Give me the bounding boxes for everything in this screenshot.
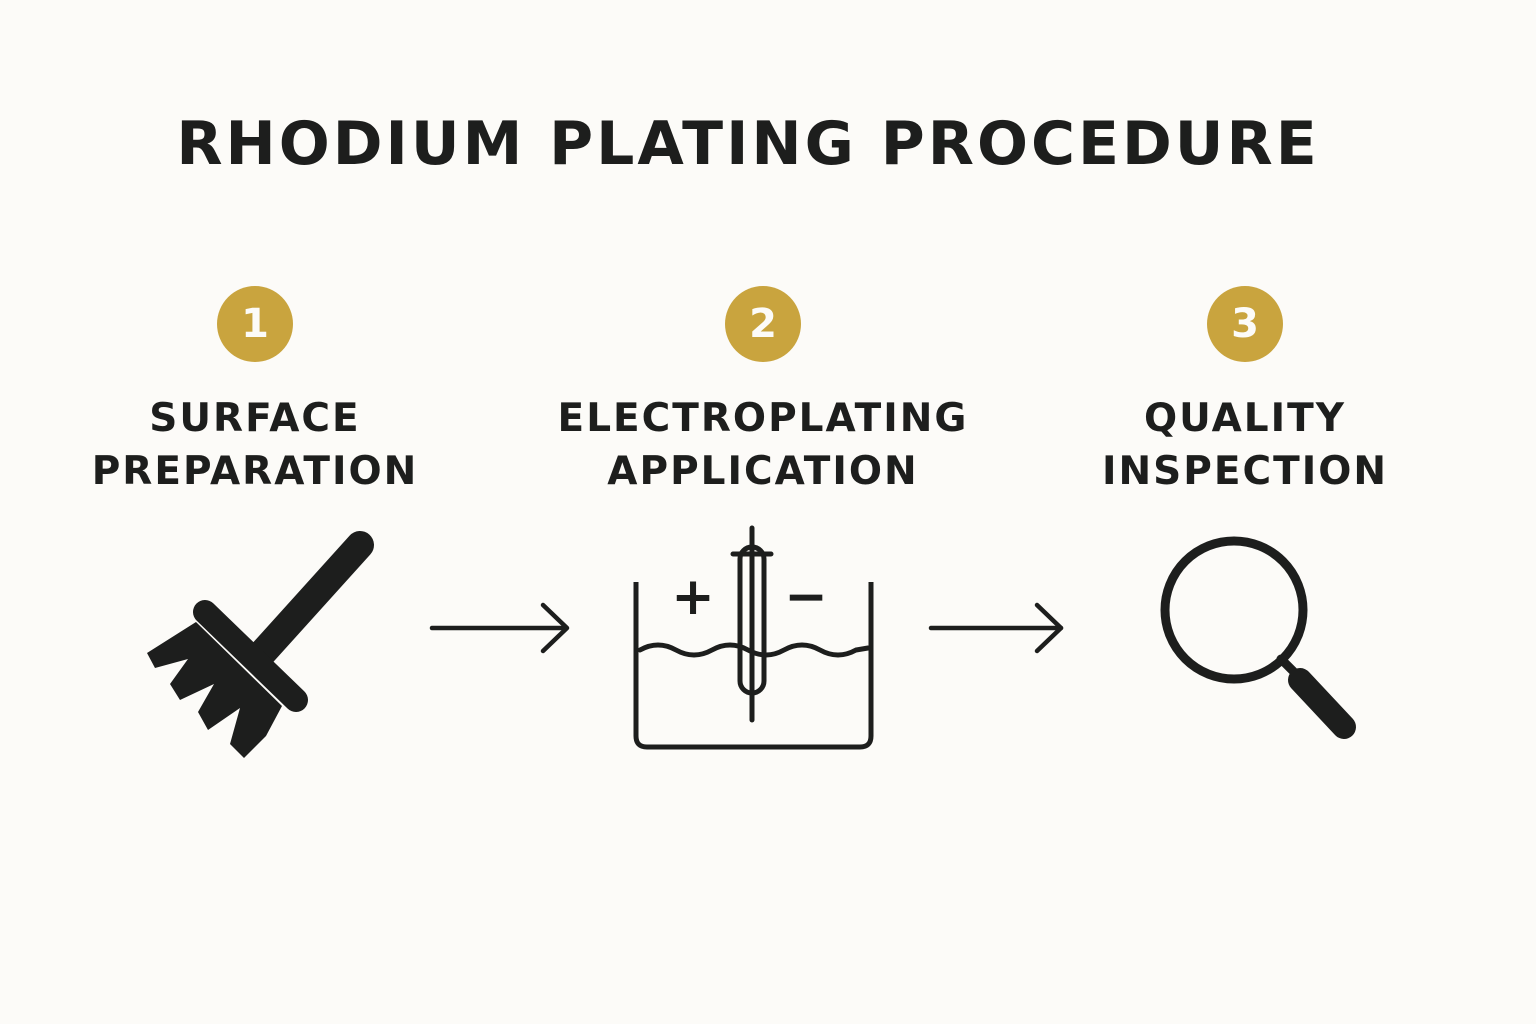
arrow-right-icon [928, 602, 1064, 654]
step-label-line1: ELECTROPLATING [557, 396, 969, 441]
brush-icon [147, 531, 374, 758]
magnifying-glass-icon [1160, 536, 1356, 739]
step-label-line2: APPLICATION [607, 449, 919, 494]
plus-sign: + [671, 567, 715, 627]
step-label-line1: QUALITY [1143, 396, 1346, 441]
step-label: SURFACE PREPARATION [35, 392, 475, 498]
step-electroplating-application: 2 ELECTROPLATING APPLICATION [543, 286, 983, 498]
step-label: QUALITY INSPECTION [1025, 392, 1465, 498]
electroplating-bath-icon: + − [633, 525, 874, 750]
step-label-line2: INSPECTION [1102, 449, 1388, 494]
step-quality-inspection: 3 QUALITY INSPECTION [1025, 286, 1465, 498]
step-label: ELECTROPLATING APPLICATION [543, 392, 983, 498]
step-number-badge: 1 [217, 286, 293, 362]
step-surface-preparation: 1 SURFACE PREPARATION [35, 286, 475, 498]
minus-sign: − [784, 567, 828, 627]
step-number-badge: 2 [725, 286, 801, 362]
step-number-badge: 3 [1207, 286, 1283, 362]
step-label-line1: SURFACE [149, 396, 361, 441]
page-title: RHODIUM PLATING PROCEDURE [176, 109, 1320, 179]
step-label-line2: PREPARATION [91, 449, 419, 494]
arrow-right-icon [429, 602, 570, 654]
